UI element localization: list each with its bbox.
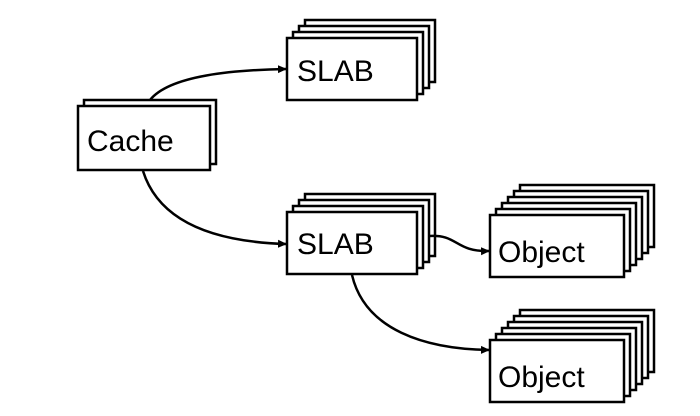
object-node-1: Object [488,183,656,279]
object-2-label: Object [498,361,585,394]
slab-node-top: SLAB [285,18,437,102]
cache-label: Cache [87,125,174,158]
cache-node: Cache [76,98,218,172]
slab-mid-label: SLAB [297,228,374,261]
slab-top-label: SLAB [297,55,374,88]
slab-mid-sheet-1 [285,210,419,276]
edge-cache-to-slab-mid [141,170,287,248]
edge-slab-mid-to-object-1 [428,234,490,256]
cache-node-front-sheet [76,104,212,172]
object-1-sheet-1 [488,213,626,279]
slab-top-sheet-1 [285,36,419,102]
slab-node-mid: SLAB [285,192,437,276]
object-2-sheet-1 [488,338,626,404]
object-node-2: Object [488,308,656,404]
object-1-label: Object [498,236,585,269]
edge-slab-mid-to-object-2 [350,274,490,354]
edge-cache-to-slab-top [149,65,287,101]
